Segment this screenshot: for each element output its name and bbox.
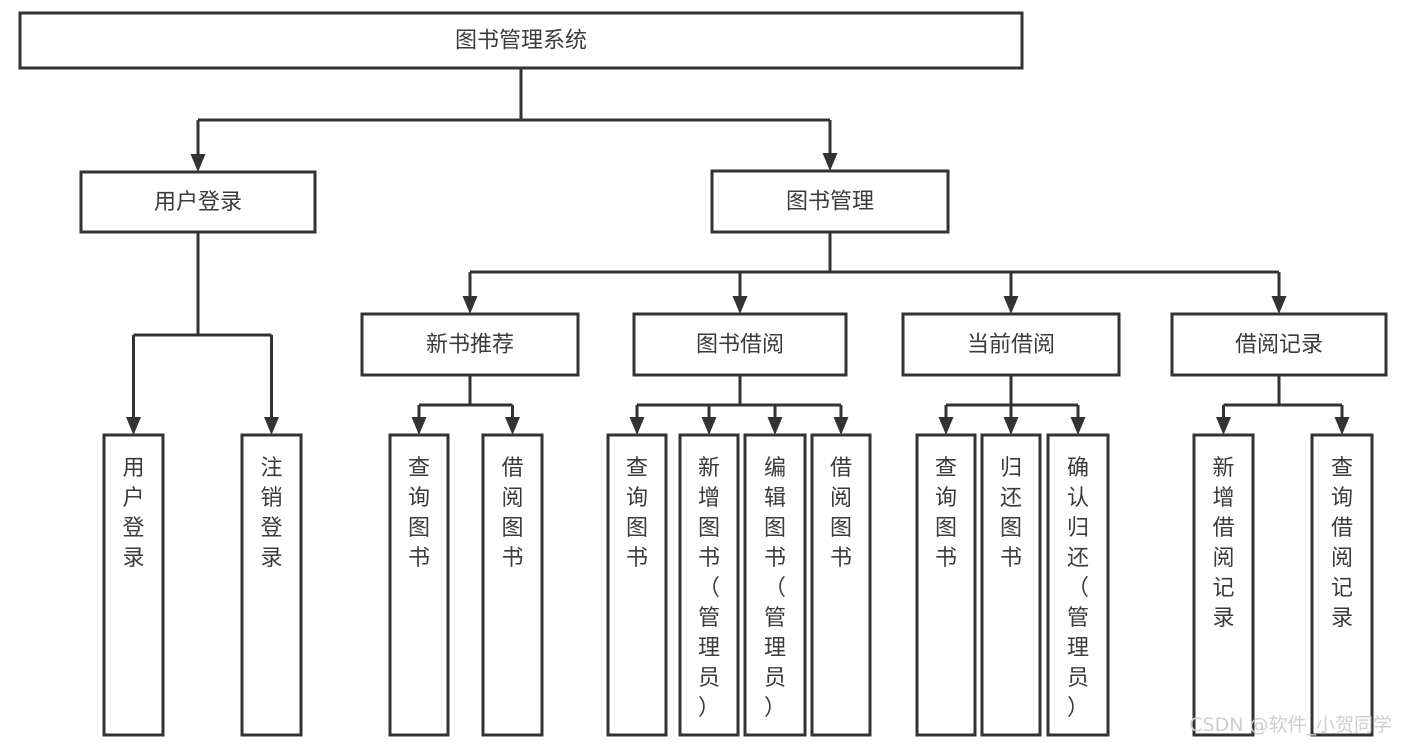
node-box	[710, 169, 950, 234]
node-box	[1170, 312, 1388, 377]
node-box	[18, 11, 1024, 70]
node-box	[79, 170, 317, 234]
node-book-manage[interactable]: 图书管理	[710, 169, 950, 234]
node-box	[606, 433, 668, 737]
node-new-book-recommend[interactable]: 新书推荐	[360, 312, 580, 377]
arrow-head-icon	[1271, 296, 1287, 314]
node-label: 查询借阅记录	[1331, 456, 1353, 631]
node-box	[901, 312, 1121, 377]
node-box	[240, 433, 303, 737]
arrow-head-icon	[1070, 417, 1086, 435]
arrow-head-icon	[264, 417, 279, 435]
node-box	[1310, 433, 1374, 737]
node-leaf-logout[interactable]: 注销登录	[240, 433, 303, 737]
arrow-head-icon	[833, 417, 849, 435]
node-box	[980, 433, 1042, 737]
csdn-watermark: CSDN @软件_小贺同学	[1189, 714, 1392, 736]
node-leaf-query-book-3[interactable]: 查询图书	[915, 433, 977, 737]
node-box	[678, 433, 740, 737]
node-leaf-user-login[interactable]: 用户登录	[102, 433, 165, 737]
node-user-login[interactable]: 用户登录	[79, 170, 317, 234]
node-leaf-confirm-return[interactable]: 确认归还（管理员）	[1046, 433, 1110, 737]
node-label: 新增借阅记录	[1212, 456, 1234, 631]
node-borrow-record[interactable]: 借阅记录	[1170, 312, 1388, 377]
arrow-head-icon	[126, 417, 141, 435]
arrow-head-icon	[701, 417, 717, 435]
arrow-head-icon	[767, 417, 783, 435]
node-leaf-add-book[interactable]: 新增图书（管理员）	[678, 433, 740, 737]
node-book-borrow[interactable]: 图书借阅	[632, 312, 848, 377]
node-label: 查询图书	[408, 456, 430, 571]
arrow-head-icon	[1003, 296, 1019, 314]
node-box	[915, 433, 977, 737]
node-label: 图书管理	[786, 190, 874, 215]
node-label: 借阅记录	[1235, 333, 1323, 358]
node-label: 图书借阅	[696, 333, 784, 358]
node-label: 借阅图书	[501, 456, 523, 571]
nodes-layer: 图书管理系统用户登录图书管理新书推荐图书借阅当前借阅借阅记录用户登录注销登录查询…	[18, 11, 1388, 737]
node-label: 注销登录	[260, 456, 282, 571]
node-label: 图书管理系统	[455, 29, 587, 54]
arrow-head-icon	[732, 296, 748, 314]
node-box	[102, 433, 165, 737]
node-leaf-borrow-book-2[interactable]: 借阅图书	[810, 433, 872, 737]
node-box	[360, 312, 580, 377]
node-leaf-query-book-1[interactable]: 查询图书	[388, 433, 450, 737]
node-label: 用户登录	[122, 456, 144, 571]
node-leaf-query-record[interactable]: 查询借阅记录	[1310, 433, 1374, 737]
node-box	[481, 433, 544, 737]
node-label: 查询图书	[626, 456, 648, 571]
node-label: 编辑图书（管理员）	[764, 456, 786, 721]
node-leaf-add-record[interactable]: 新增借阅记录	[1192, 433, 1255, 737]
node-box	[388, 433, 450, 737]
node-label: 借阅图书	[830, 456, 852, 571]
node-label: 新增图书（管理员）	[698, 456, 720, 721]
arrow-head-icon	[411, 417, 427, 435]
arrow-head-icon	[1216, 417, 1231, 435]
node-label: 确认归还（管理员）	[1067, 456, 1089, 721]
node-box	[810, 433, 872, 737]
node-leaf-borrow-book-1[interactable]: 借阅图书	[481, 433, 544, 737]
arrow-head-icon	[938, 417, 954, 435]
node-root[interactable]: 图书管理系统	[18, 11, 1024, 70]
node-box	[743, 433, 807, 737]
arrow-head-icon	[1003, 417, 1019, 435]
node-leaf-query-book-2[interactable]: 查询图书	[606, 433, 668, 737]
node-label: 当前借阅	[967, 333, 1055, 358]
arrow-head-icon	[505, 417, 520, 435]
arrow-head-icon	[190, 154, 206, 172]
node-leaf-edit-book[interactable]: 编辑图书（管理员）	[743, 433, 807, 737]
node-label: 用户登录	[154, 190, 242, 215]
node-box	[1192, 433, 1255, 737]
node-label: 新书推荐	[426, 333, 514, 358]
arrow-head-icon	[629, 417, 645, 435]
node-leaf-return-book[interactable]: 归还图书	[980, 433, 1042, 737]
node-current-borrow[interactable]: 当前借阅	[901, 312, 1121, 377]
node-label: 查询图书	[935, 456, 957, 571]
node-label: 归还图书	[1000, 456, 1022, 571]
arrow-head-icon	[462, 296, 478, 314]
node-box	[1046, 433, 1110, 737]
connectors-layer	[126, 68, 1350, 435]
arrow-head-icon	[1334, 417, 1350, 435]
node-box	[632, 312, 848, 377]
arrow-head-icon	[822, 153, 838, 171]
